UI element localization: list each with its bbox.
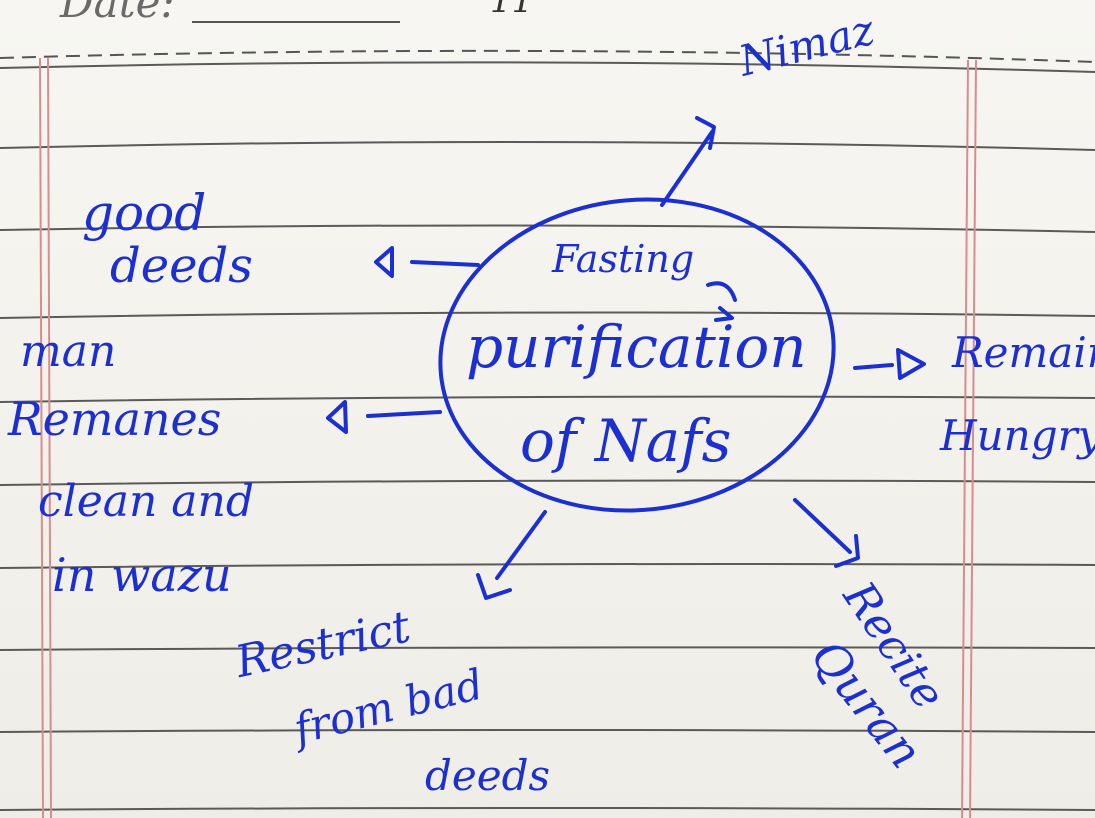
date-underline <box>192 21 400 23</box>
date-label: Date: <box>60 0 175 27</box>
branch-left-line1: man <box>20 326 117 377</box>
center-circle <box>438 197 836 513</box>
branch-left-line4: in wazu <box>52 548 232 602</box>
horizontal-rules <box>0 61 1095 811</box>
branch-upper-left-line2: deeds <box>110 238 253 294</box>
date-value: 11 <box>490 0 534 21</box>
center-text-nafs: of Nafs <box>520 407 732 475</box>
branch-bottom-line3: deeds <box>425 751 551 800</box>
margin-lines <box>39 57 977 818</box>
branch-left-line3: clean and <box>38 476 255 527</box>
arrow-right <box>853 348 926 380</box>
arrow-upper-left <box>374 246 480 278</box>
branch-upper-left-line1: good <box>82 184 207 242</box>
center-text-fasting: Fasting <box>552 237 695 281</box>
arrow-top <box>660 116 716 207</box>
dashed-header-rule <box>0 49 1095 63</box>
arrow-lower-right <box>793 498 860 568</box>
arrow-left <box>326 400 442 434</box>
branch-left-line2: Remanes <box>8 392 222 446</box>
arrow-bottom <box>476 510 547 600</box>
branch-right-line1: Remain <box>952 328 1095 377</box>
branch-right-line2: Hungry <box>940 411 1095 460</box>
fasting-inner-arrow <box>706 281 737 322</box>
center-text-purification: purification <box>466 313 807 381</box>
